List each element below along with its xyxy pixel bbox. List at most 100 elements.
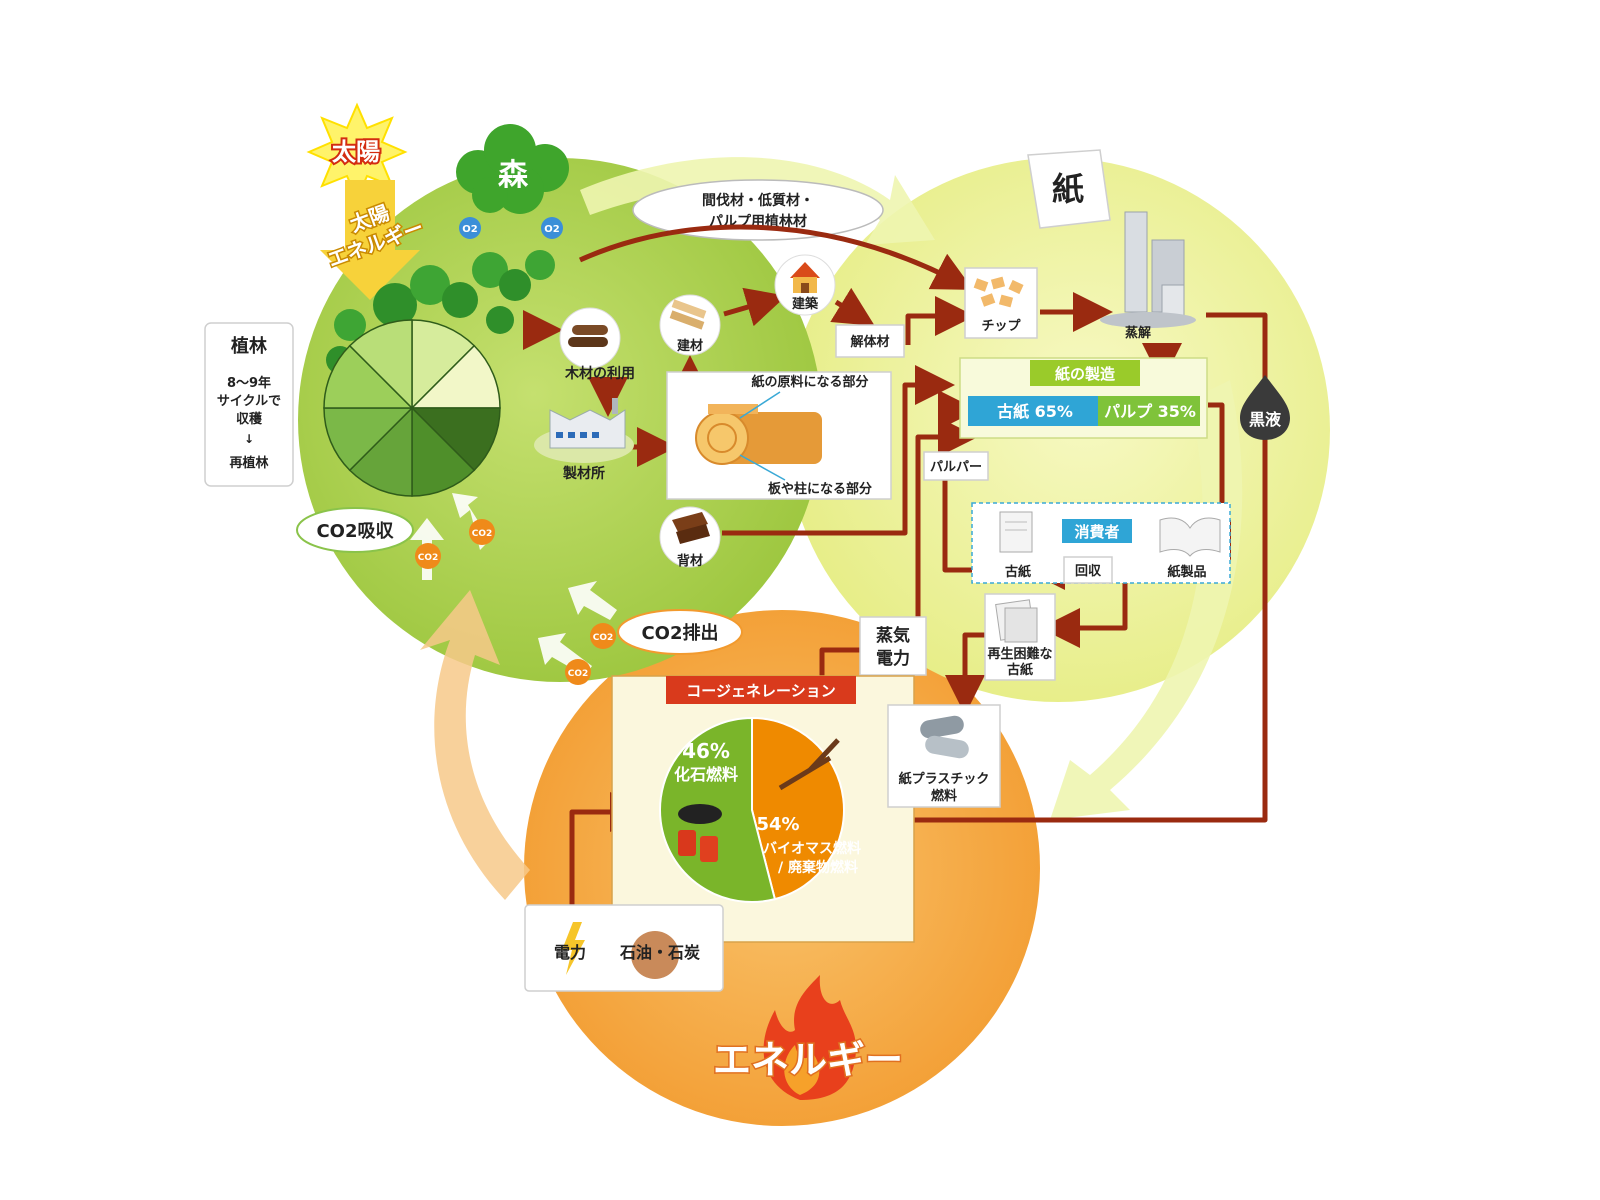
planting-cycle-pie bbox=[323, 319, 501, 497]
planting-line-1: 8～9年 bbox=[227, 375, 271, 391]
pulp-share-bar bbox=[1098, 396, 1200, 426]
lumber-icon bbox=[669, 299, 707, 330]
planting-line-4: 再植林 bbox=[229, 455, 268, 471]
pulper-box bbox=[923, 451, 989, 481]
cogeneration-title: コージェネレーション bbox=[686, 682, 835, 700]
log-board-part-label: 板や柱になる部分 bbox=[768, 481, 872, 497]
house-icon bbox=[790, 262, 820, 293]
forest-label: 森 bbox=[498, 158, 529, 193]
paper-making-title: 紙の製造 bbox=[1055, 365, 1115, 383]
co2-emit-badge bbox=[617, 609, 743, 655]
thinning-badge bbox=[632, 179, 884, 241]
planting-pie-slice bbox=[323, 407, 414, 472]
log-paper-part-label: 紙の原料になる部分 bbox=[751, 374, 868, 390]
biomass-percent-label: 54% bbox=[756, 814, 799, 835]
collect-label: 回収 bbox=[1075, 564, 1102, 579]
demolition-box bbox=[835, 324, 905, 358]
co2-absorb-label: CO2吸収 bbox=[316, 521, 394, 542]
log-pointer-board bbox=[739, 454, 786, 481]
input-power-label: 電力 bbox=[554, 943, 586, 962]
co2-bubble-4-label: CO2 bbox=[568, 669, 589, 679]
co2-bubble-1 bbox=[415, 543, 441, 569]
demolition-label: 解体材 bbox=[849, 334, 889, 350]
planting-line-3: 収穫 bbox=[236, 411, 263, 427]
steam-power-box bbox=[859, 616, 927, 676]
co2-emit-label: CO2排出 bbox=[641, 622, 718, 644]
wood-use-label: 木材の利用 bbox=[564, 365, 635, 382]
arrow-material-to-building bbox=[723, 287, 787, 327]
planting-pie-slice bbox=[410, 344, 501, 409]
sawmill-label: 製材所 bbox=[562, 465, 605, 482]
planting-pie-slice bbox=[323, 344, 414, 409]
consumer-title: 消費者 bbox=[1074, 523, 1119, 541]
hard-recycle-line-1: 再生困難な bbox=[987, 646, 1052, 662]
rpf-icon bbox=[920, 715, 969, 759]
black-liquor-icon bbox=[1240, 375, 1290, 440]
planting-pie-slice bbox=[348, 319, 413, 410]
arrow-backwood-to-chip bbox=[722, 365, 955, 536]
digest-label: 蒸解 bbox=[1125, 325, 1151, 341]
coal-drum-icon bbox=[678, 804, 722, 862]
flame-icon bbox=[763, 975, 857, 1100]
fossil-percent-label: 46% bbox=[682, 739, 730, 763]
energy-label: エネルギー bbox=[713, 1038, 903, 1082]
pulper-label: パルパー bbox=[930, 460, 982, 475]
co2-bubble-2-label: CO2 bbox=[472, 529, 493, 539]
paper-products-label: 紙製品 bbox=[1167, 564, 1206, 580]
thinning-line-1: 間伐材・低質材・ bbox=[702, 192, 814, 209]
crumpled-paper-icon bbox=[995, 599, 1038, 643]
cogeneration-title-bar bbox=[666, 676, 856, 704]
plank-icon bbox=[672, 512, 710, 544]
arrow-hard-recycle-to-rpf bbox=[945, 632, 985, 715]
oil-drop-icon bbox=[631, 931, 679, 979]
building-label: 建築 bbox=[792, 296, 819, 312]
o2-label-left: O2 bbox=[462, 224, 478, 235]
digester-icon bbox=[1100, 211, 1196, 328]
paper-title: 紙 bbox=[1052, 170, 1084, 208]
hard-recycle-line-2: 古紙 bbox=[1007, 662, 1033, 678]
biomass-wood-icon bbox=[778, 738, 840, 791]
sun-label: 太陽 bbox=[332, 138, 380, 166]
pulp-share-label: パルプ 35% bbox=[1104, 402, 1196, 421]
chip-icon bbox=[973, 276, 1024, 308]
biomass-fuel-label-1: バイオマス燃料 bbox=[763, 840, 861, 857]
building-material-label: 建材 bbox=[677, 338, 703, 354]
co2-bubble-1-label: CO2 bbox=[418, 553, 439, 563]
consumer-title-bar bbox=[1062, 519, 1132, 543]
planting-down-arrow: ↓ bbox=[244, 432, 254, 446]
back-wood-label: 背材 bbox=[677, 553, 703, 569]
old-paper-icon bbox=[999, 511, 1033, 553]
planting-pie-slice bbox=[348, 406, 413, 497]
cycle-arrow-left bbox=[420, 590, 530, 900]
black-liquor-label: 黒液 bbox=[1249, 410, 1282, 429]
power-label: 電力 bbox=[876, 648, 910, 669]
recycled-share-label: 古紙 65% bbox=[997, 402, 1073, 421]
planting-box bbox=[204, 322, 294, 487]
o2-bubble-left bbox=[459, 217, 481, 239]
sun-energy-arrow bbox=[320, 180, 420, 300]
lightning-icon bbox=[562, 922, 585, 975]
steam-label: 蒸気 bbox=[876, 625, 910, 646]
biomass-fuel-label-2: / 廃棄物燃料 bbox=[778, 859, 858, 876]
arrow-steam-to-paper bbox=[915, 417, 978, 652]
fossil-fuel-label: 化石燃料 bbox=[674, 765, 738, 784]
rpf-line-1: 紙プラスチック bbox=[899, 771, 990, 787]
sawmill-icon bbox=[549, 398, 626, 449]
arrow-demolition-to-chip bbox=[905, 296, 975, 345]
input-oil-coal-label: 石油・石炭 bbox=[619, 943, 700, 962]
consumer-old-paper-label: 古紙 bbox=[1005, 564, 1031, 580]
planting-pie-slice bbox=[410, 407, 501, 472]
arrow-forest-to-chip bbox=[578, 224, 974, 290]
o2-label-right: O2 bbox=[544, 224, 560, 235]
co2-bubble-2 bbox=[469, 519, 495, 545]
co2-bubble-3-label: CO2 bbox=[593, 633, 614, 643]
log-pointer-paper bbox=[739, 391, 781, 419]
arrow-products-to-hard-recycle bbox=[1040, 575, 1128, 648]
planting-line-2: サイクルで bbox=[217, 394, 281, 409]
collect-box bbox=[1063, 556, 1113, 584]
forest-badge bbox=[456, 124, 569, 214]
co2-bubble-4 bbox=[565, 659, 591, 685]
arrow-building-to-demolition bbox=[830, 287, 875, 326]
recycled-share-bar bbox=[968, 396, 1098, 426]
